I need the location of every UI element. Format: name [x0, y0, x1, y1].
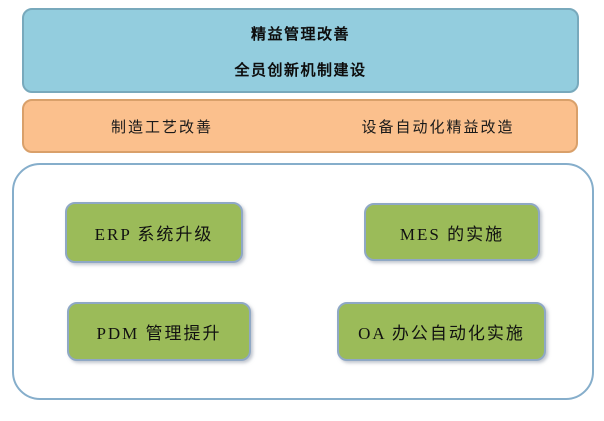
green-box-erp: ERP 系统升级 — [65, 202, 243, 263]
green-box-mes: MES 的实施 — [364, 203, 540, 261]
green-box-mes-label: MES 的实施 — [399, 224, 505, 244]
bottom-rounded-container: ERP 系统升级 MES 的实施 PDM 管理提升 OA 办公自动化实施 — [12, 163, 594, 400]
top-box-line-1: 精益管理改善 — [250, 26, 350, 43]
middle-box-label-right: 设备自动化精益改造 — [361, 119, 515, 136]
green-box-pdm-label: PDM 管理提升 — [96, 324, 222, 343]
top-blue-box: 精益管理改善 全员创新机制建设 — [22, 8, 579, 93]
green-box-oa: OA 办公自动化实施 — [337, 302, 546, 361]
middle-orange-box: 制造工艺改善 设备自动化精益改造 — [22, 99, 578, 153]
top-box-line-2: 全员创新机制建设 — [234, 62, 367, 79]
green-box-oa-label: OA 办公自动化实施 — [358, 324, 525, 343]
green-box-pdm: PDM 管理提升 — [67, 302, 251, 361]
middle-box-label-left: 制造工艺改善 — [110, 119, 213, 136]
green-box-erp-label: ERP 系统升级 — [94, 225, 214, 244]
